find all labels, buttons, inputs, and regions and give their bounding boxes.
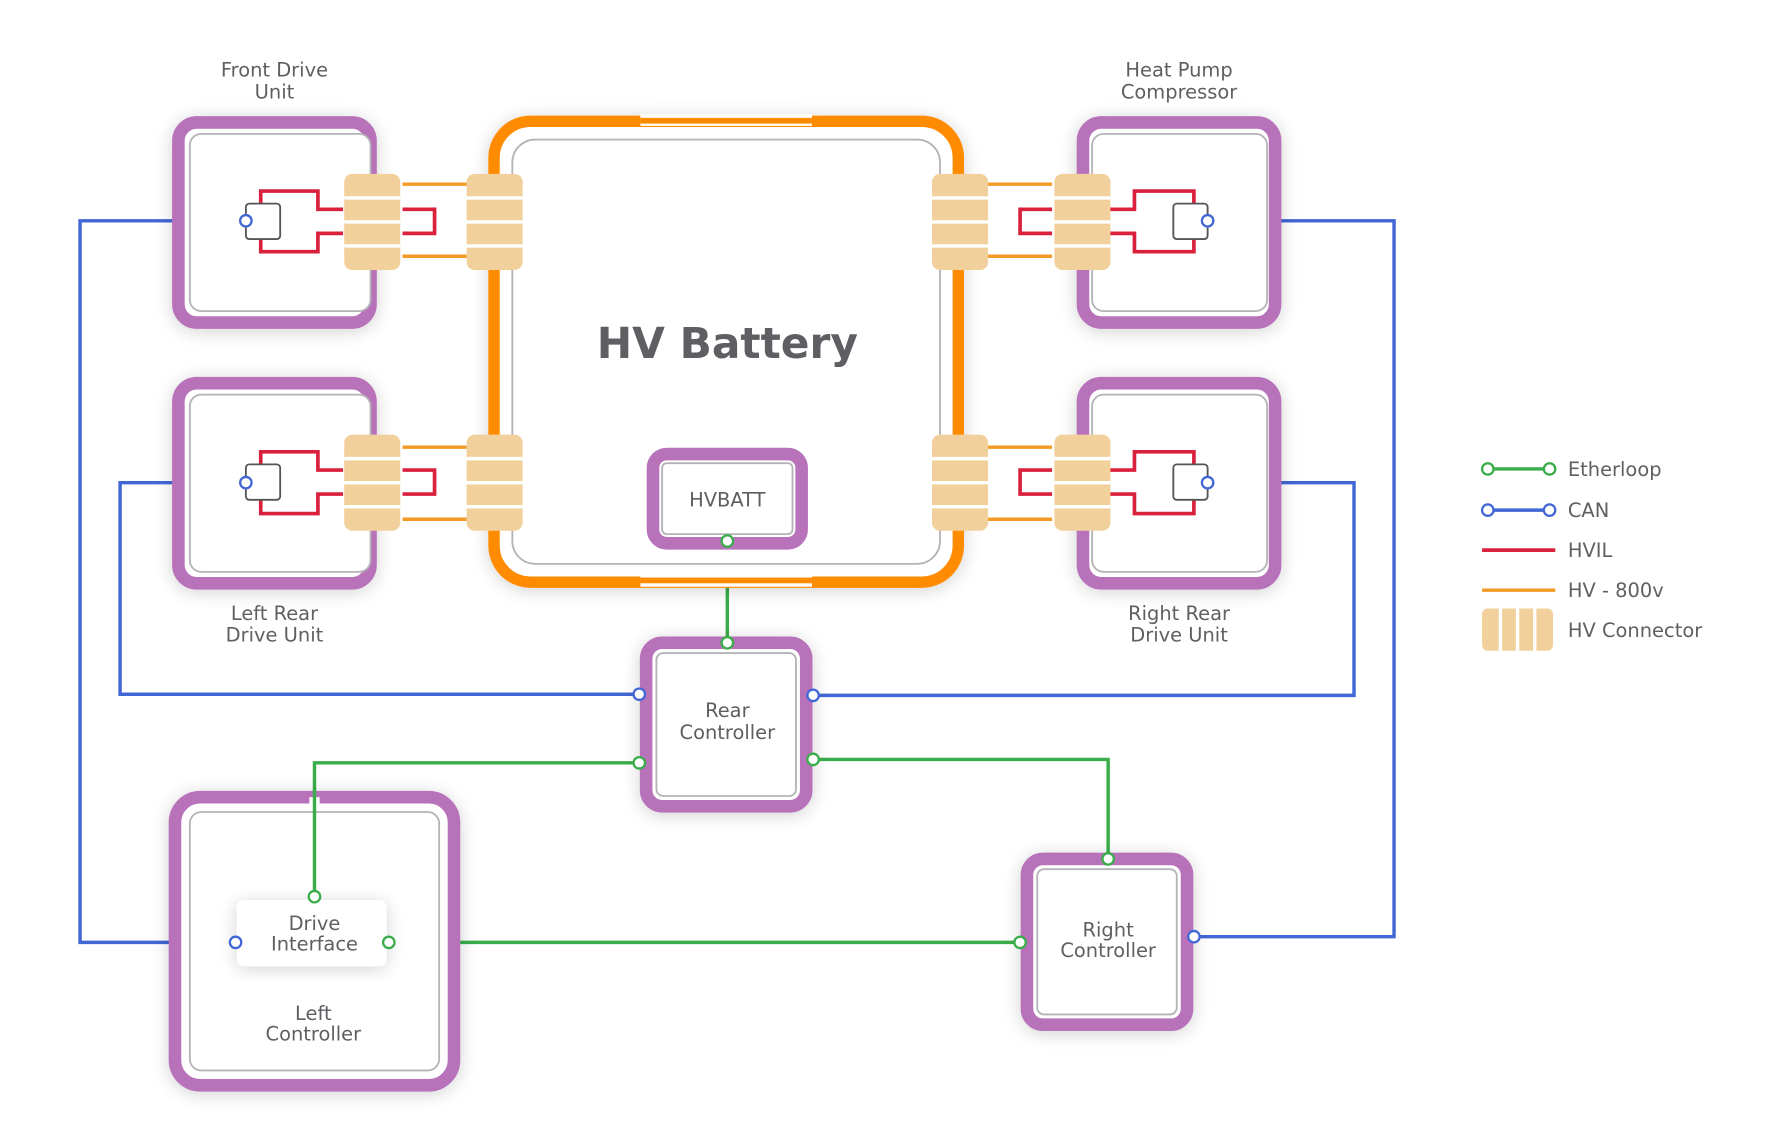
can-line-front-drive <box>78 219 246 945</box>
hv-connector <box>932 173 989 270</box>
hv-connector <box>344 173 401 270</box>
hv-battery[interactable] <box>488 114 965 588</box>
rear-controller-label-1: Rear <box>705 699 750 722</box>
left-rear-drive-unit-label-1: Left Rear <box>231 602 318 625</box>
hv-connector <box>932 434 989 531</box>
legend-item-hv: HV - 800v <box>1482 579 1664 602</box>
right-controller-label-2: Controller <box>1060 939 1156 962</box>
left-controller-label-2: Controller <box>266 1023 362 1046</box>
front-drive-unit-label-1: Front Drive <box>221 59 328 82</box>
hv-connectors <box>344 173 1111 531</box>
hv-connector <box>466 434 523 531</box>
svg-text:CAN: CAN <box>1568 499 1609 522</box>
drive-interface-label-2: Interface <box>271 932 358 955</box>
legend-item-can: CAN <box>1480 499 1609 522</box>
drive-interface[interactable] <box>236 900 387 967</box>
etherloop-ports <box>307 534 1115 950</box>
drive-interface-label-1: Drive <box>289 912 341 935</box>
svg-text:HV Connector: HV Connector <box>1568 619 1702 642</box>
hv-connector <box>1054 434 1111 531</box>
front-drive-unit-label-2: Unit <box>255 80 295 103</box>
can-line-heatpump <box>1193 219 1396 939</box>
right-controller-label-1: Right <box>1083 919 1135 942</box>
left-controller-label-1: Left <box>295 1002 332 1025</box>
left-rear-drive-unit-label-2: Drive Unit <box>226 624 324 647</box>
legend-item-hvil: HVIL <box>1482 539 1613 562</box>
legend-item-hv-connector: HV Connector <box>1482 608 1702 651</box>
can-ports <box>228 213 1215 950</box>
svg-text:HVIL: HVIL <box>1568 539 1613 562</box>
svg-text:HV - 800v: HV - 800v <box>1568 579 1664 602</box>
hvbatt-module[interactable]: HVBATT <box>646 447 808 550</box>
rear-controller[interactable] <box>639 636 813 813</box>
heat-pump-label-2: Compressor <box>1121 80 1237 103</box>
heat-pump-label-1: Heat Pump <box>1125 59 1232 82</box>
hv-connector <box>1054 173 1111 270</box>
svg-text:Etherloop: Etherloop <box>1568 458 1662 481</box>
hv-connector <box>344 434 401 531</box>
hv-connector <box>466 173 523 270</box>
hv-battery-label: HV Battery <box>597 319 858 368</box>
rear-controller-label-2: Controller <box>680 721 776 744</box>
right-rear-drive-unit-label-2: Drive Unit <box>1130 624 1228 647</box>
eth-line-rear-right <box>813 757 1110 859</box>
legend-item-etherloop: Etherloop <box>1480 458 1662 481</box>
legend: Etherloop CAN HVIL HV - 800v HV Connecto… <box>1480 458 1702 651</box>
hvbatt-label: HVBATT <box>689 489 766 512</box>
right-rear-drive-unit-label-1: Right Rear <box>1128 602 1230 625</box>
